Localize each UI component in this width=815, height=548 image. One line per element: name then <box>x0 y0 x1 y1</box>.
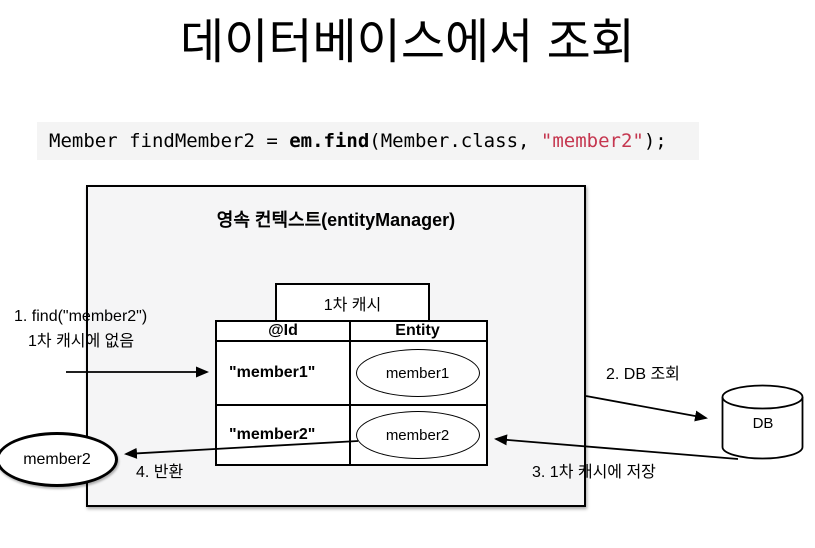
code-snippet: Member findMember2 = em.find(Member.clas… <box>37 122 699 160</box>
entity-ellipse-member1: member1 <box>355 349 480 397</box>
table-row: "member2" member2 <box>217 406 486 464</box>
cache-table-header-row: @Id Entity <box>217 322 486 342</box>
code-part-args: (Member.class, <box>369 130 541 152</box>
step1-label: 1. find("member2") 1차 캐시에 없음 <box>14 304 147 354</box>
returned-entity-ellipse: member2 <box>0 432 118 487</box>
table-row: "member1" member1 <box>217 342 486 406</box>
entity-cell-member2: member2 <box>351 406 484 464</box>
step3-label: 3. 1차 캐시에 저장 <box>532 464 656 481</box>
step4-label: 4. 반환 <box>136 464 184 481</box>
id-cell-member1: "member1" <box>217 342 351 404</box>
code-part-close: ); <box>643 130 667 152</box>
persistence-context-label: 영속 컨텍스트(entityManager) <box>216 210 456 230</box>
step1-line1: 1. find("member2") <box>14 308 148 325</box>
code-part-method: em.find <box>289 130 370 152</box>
slide-title: 데이터베이스에서 조회 <box>180 16 635 69</box>
step1-line2: 1차 캐시에 없음 <box>28 333 135 350</box>
id-cell-member2: "member2" <box>217 406 351 464</box>
code-part-string-literal: "member2" <box>540 130 644 152</box>
arrow-step2-db-query <box>585 395 708 422</box>
first-level-cache-label: 1차 캐시 <box>323 296 382 314</box>
cache-table: @Id Entity "member1" member1 "member2" m… <box>215 320 488 466</box>
column-header-entity: Entity <box>395 322 440 339</box>
first-level-cache-box: 1차 캐시 <box>275 283 430 322</box>
entity-cell-member1: member1 <box>351 342 484 404</box>
code-part-declaration: Member findMember2 = <box>49 130 290 152</box>
step2-label: 2. DB 조회 <box>606 366 680 383</box>
column-header-id: @Id <box>217 322 351 340</box>
entity-ellipse-member2: member2 <box>355 411 480 459</box>
db-label: DB <box>752 415 774 432</box>
